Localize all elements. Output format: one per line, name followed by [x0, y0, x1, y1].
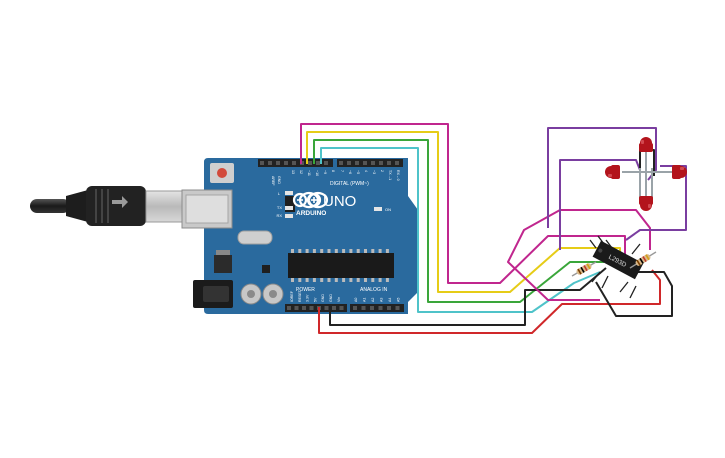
arduino-logo-icon	[292, 191, 329, 209]
power-pin-label: GND	[329, 294, 333, 302]
label-aref: AREF	[271, 176, 275, 186]
power-pin-label: IOREF	[290, 290, 294, 302]
board-brand: ARDUINO	[296, 210, 326, 217]
usb-cable[interactable]	[30, 186, 185, 226]
digital-pin-label: ~5	[356, 170, 360, 174]
led-tx	[285, 206, 293, 210]
resistor-2[interactable]	[629, 251, 657, 269]
analog-label: ANALOG IN	[360, 287, 388, 293]
analog-pin-label: A4	[388, 298, 392, 302]
analog-pin-label: A0	[354, 298, 358, 302]
analog-pin-label: A1	[363, 298, 367, 302]
label-gnd: GND	[277, 176, 281, 184]
analog-header	[350, 304, 404, 312]
digital-pin-label: ~6	[348, 170, 352, 174]
digital-label: DIGITAL (PWM~)	[330, 181, 369, 187]
led-3[interactable]	[672, 165, 687, 179]
reset-button-cap	[217, 168, 227, 178]
digital-pin-label: 7	[340, 170, 344, 172]
led-legs	[622, 150, 672, 200]
label-tx: TX	[277, 205, 282, 210]
plug-grip	[95, 189, 109, 223]
digital-pin-label: 2	[380, 170, 384, 172]
usb-symbol-icon	[112, 196, 128, 208]
led-1[interactable]	[639, 137, 653, 152]
digital-header-right	[337, 159, 403, 167]
label-l: L	[278, 191, 281, 196]
power-pin-label: 3.3V	[306, 294, 310, 302]
digital-pin-label: 13	[291, 170, 295, 174]
digital-pin-label: 4	[364, 170, 368, 172]
led-rx	[285, 214, 293, 218]
led-4[interactable]	[639, 196, 653, 211]
usb-plug-metal	[145, 190, 185, 223]
board-model: UNO	[323, 193, 356, 210]
wire-purple-2[interactable]	[559, 159, 641, 250]
wire-cyan[interactable]	[320, 147, 601, 313]
power-pin-label: 5V	[313, 297, 317, 302]
arduino-uno-board[interactable]: L TX RX ON UNO ARDUINO AREF GND 13 12 ~11 ~…	[181, 158, 418, 314]
wire-red[interactable]	[318, 269, 661, 334]
wire-black-2[interactable]	[595, 271, 673, 317]
wire-green[interactable]	[313, 139, 604, 303]
wire-black[interactable]	[329, 267, 607, 326]
power-pin-label: GND	[321, 294, 325, 302]
resistor-1[interactable]	[571, 261, 597, 277]
l293d-chip[interactable]: L293D	[592, 240, 644, 280]
power-pin-label: Vin	[337, 297, 341, 302]
wire-magenta-2[interactable]	[507, 209, 651, 301]
atmega-chip-pins	[291, 249, 389, 282]
label-on: ON	[385, 207, 391, 212]
power-label: POWER	[296, 287, 315, 293]
led-l	[285, 191, 293, 195]
power-pin-label: RESET	[298, 289, 302, 302]
led-2[interactable]	[605, 165, 620, 179]
power-header	[285, 304, 347, 312]
digital-pin-label: ~9	[323, 170, 327, 174]
digital-pin-labels: 13 12 ~11 ~10 ~9 8 7 ~6 ~5 4 ~3 2 TX→1 RX←0	[291, 170, 400, 181]
wires	[300, 123, 687, 334]
digital-pin-label: 8	[331, 170, 335, 172]
digital-pin-label: ~3	[372, 170, 376, 174]
analog-pin-label: A3	[380, 298, 384, 302]
label-rx: RX	[276, 213, 282, 218]
crystal-oscillator	[237, 230, 273, 245]
voltage-regulator	[214, 255, 232, 273]
analog-pin-label: A2	[371, 298, 375, 302]
cable-strain-relief	[66, 190, 88, 222]
wire-magenta-1[interactable]	[300, 123, 626, 284]
usb-chip	[285, 196, 295, 212]
led-on	[374, 207, 382, 211]
led-cluster[interactable]	[605, 137, 687, 211]
analog-pin-labels: A0 A1 A2 A3 A4 A5	[354, 298, 401, 302]
digital-pin-label: RX←0	[396, 170, 400, 181]
digital-pin-label: 12	[299, 170, 303, 174]
digital-pin-label: TX→1	[388, 170, 392, 180]
digital-pin-label: ~10	[315, 170, 319, 176]
atmega-chip	[288, 253, 394, 278]
smd-chip	[262, 265, 270, 273]
cable-tail	[30, 199, 70, 213]
driver-pins	[589, 235, 641, 299]
motor-driver-assembly[interactable]: L293D	[571, 235, 657, 299]
analog-pin-label: A5	[397, 298, 401, 302]
digital-pin-label: ~11	[307, 170, 311, 176]
